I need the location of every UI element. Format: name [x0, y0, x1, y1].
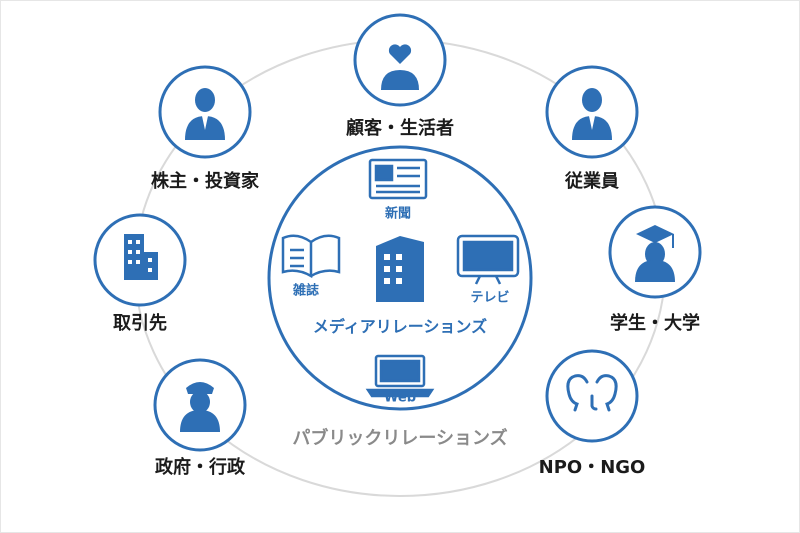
investor-icon [185, 88, 225, 140]
laptop-icon [365, 354, 435, 398]
company-building-icon [376, 236, 424, 302]
faces-icon [566, 374, 618, 412]
shareholders-label: 株主・投資家 [151, 171, 259, 192]
heart-person-icon [381, 44, 419, 90]
official-icon [180, 382, 220, 432]
newspaper-icon [368, 158, 428, 200]
employees-label: 従業員 [565, 171, 619, 192]
employees-node [545, 65, 639, 159]
npo-node [545, 349, 639, 443]
customers-node [353, 13, 447, 107]
students-node [608, 205, 702, 299]
government-node [153, 358, 247, 452]
tv-label: テレビ [470, 290, 510, 306]
government-label: 政府・行政 [155, 457, 245, 478]
students-label: 学生・大学 [610, 313, 700, 334]
media-relations-title: メディアリレーションズ [312, 317, 488, 336]
newspaper-label: 新聞 [384, 206, 412, 222]
public-relations-title: パブリックリレーションズ [292, 428, 508, 449]
partners-node [93, 213, 187, 307]
npo-label: NPO・NGO [538, 457, 646, 478]
shareholders-node [158, 65, 252, 159]
employee-icon [572, 88, 612, 140]
graduate-icon [635, 225, 675, 282]
partners-label: 取引先 [113, 313, 167, 334]
magazine-label: 雑誌 [292, 283, 320, 299]
building-icon [124, 234, 158, 280]
customers-label: 顧客・生活者 [346, 118, 454, 139]
web-label: Web [384, 390, 416, 406]
tv-icon [456, 234, 520, 285]
magazine-icon [281, 234, 341, 279]
